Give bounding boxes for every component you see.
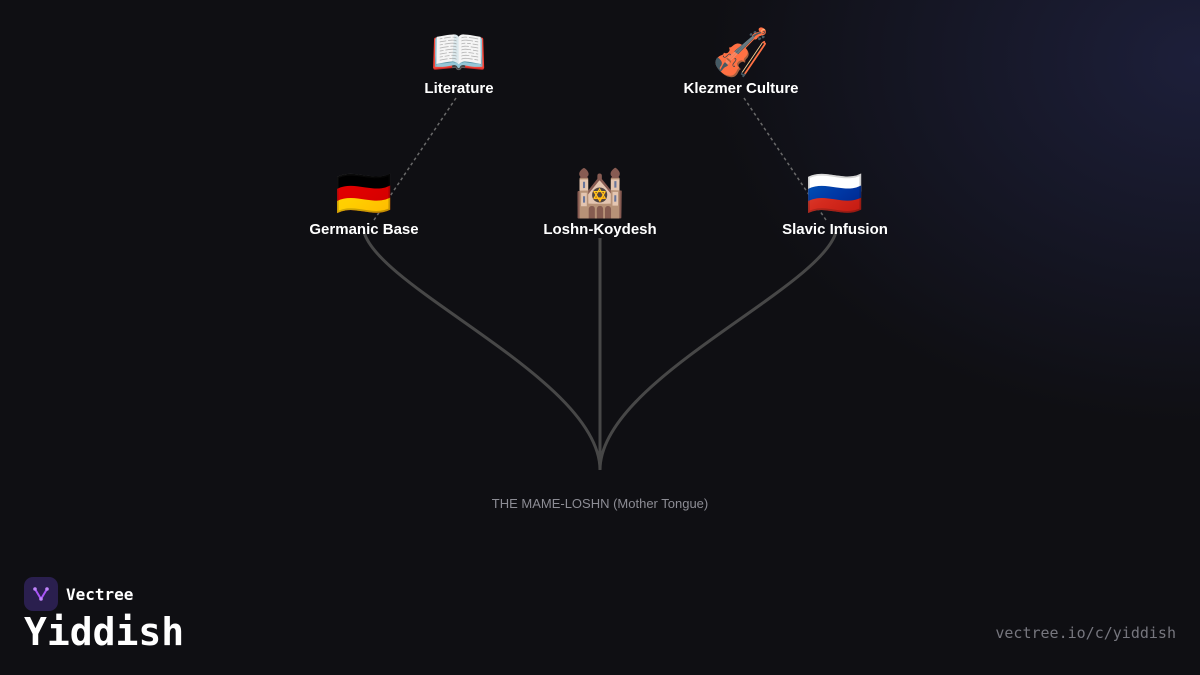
node-germanic-base[interactable]: 🇩🇪 Germanic Base <box>309 167 418 238</box>
node-label-klezmer-culture: Klezmer Culture <box>683 80 799 97</box>
vectree-logo-icon <box>24 577 58 611</box>
node-klezmer-culture[interactable]: 🎻 Klezmer Culture <box>683 26 798 97</box>
node-loshn-koydesh[interactable]: 🕍 Loshn-Koydesh <box>543 167 656 238</box>
node-label-literature: Literature <box>424 80 494 97</box>
open-book-icon: 📖 <box>430 26 488 78</box>
branch-line-slavic <box>598 231 838 471</box>
germany-flag-icon: 🇩🇪 <box>335 167 393 219</box>
leaf-link-klezmer <box>743 97 827 221</box>
node-slavic-infusion[interactable]: 🇷🇺 Slavic Infusion <box>782 167 888 238</box>
page-title: Yiddish <box>24 610 185 654</box>
brand[interactable]: Vectree <box>24 577 133 611</box>
russia-flag-icon: 🇷🇺 <box>806 167 864 219</box>
root-label: THE MAME-LOSHN (Mother Tongue) <box>491 496 709 511</box>
node-label-loshn-koydesh: Loshn-Koydesh <box>543 221 657 238</box>
node-label-slavic-infusion: Slavic Infusion <box>782 221 888 238</box>
node-literature[interactable]: 📖 Literature <box>424 26 493 97</box>
node-label-germanic-base: Germanic Base <box>309 221 419 238</box>
page-url[interactable]: vectree.io/c/yiddish <box>995 624 1176 642</box>
synagogue-icon: 🕍 <box>571 167 629 219</box>
leaf-link-literature <box>373 97 457 221</box>
violin-icon: 🎻 <box>712 26 770 78</box>
brand-name: Vectree <box>66 584 134 604</box>
branch-line-germanic <box>362 231 602 471</box>
